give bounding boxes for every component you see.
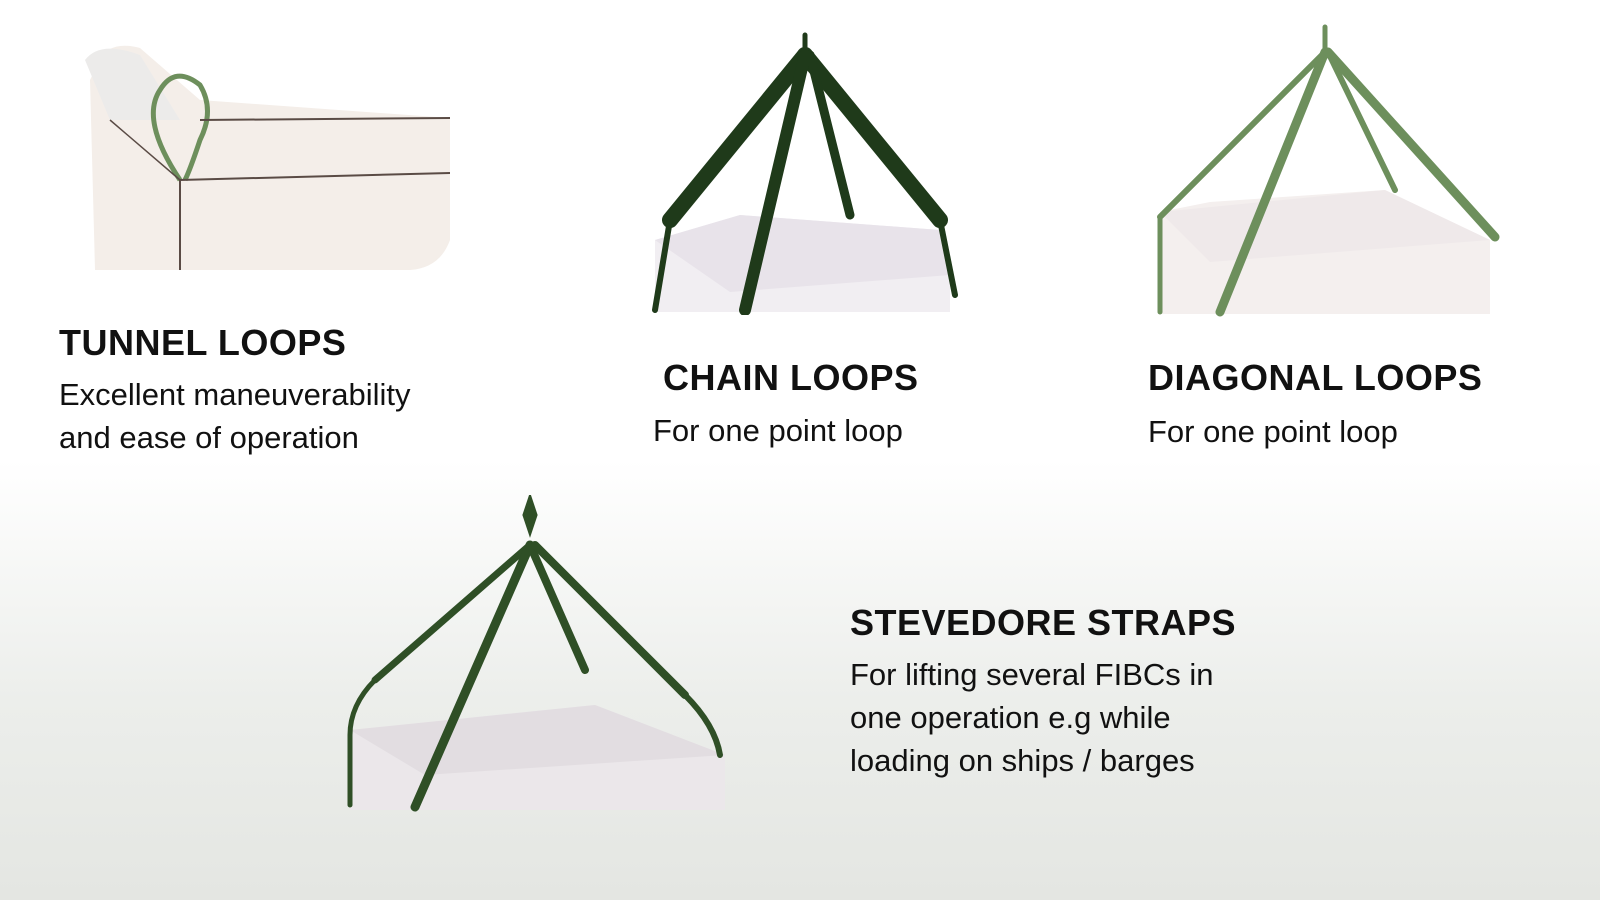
description-line: For one point loop [653,413,903,448]
stevedore-straps-description: For lifting several FIBCs in one operati… [850,653,1214,782]
chain-loops-description: For one point loop [653,409,903,452]
diagonal-loops-illustration [1157,24,1500,317]
description-line: one operation e.g while [850,700,1171,735]
chain-loops-illustration [652,32,958,315]
description-line: For one point loop [1148,414,1398,449]
tunnel-loops-title: TUNNEL LOOPS [59,322,347,363]
chain-loops-title: CHAIN LOOPS [663,357,919,398]
description-line: Excellent maneuverability [59,377,411,412]
stevedore-straps-title: STEVEDORE STRAPS [850,602,1237,643]
stevedore-straps-illustration [347,495,725,812]
tunnel-loops-illustration [85,45,451,270]
description-line: For lifting several FIBCs in [850,657,1214,692]
diagonal-loops-title: DIAGONAL LOOPS [1148,357,1483,398]
description-line: loading on ships / barges [850,743,1195,778]
description-line: and ease of operation [59,420,359,455]
tunnel-loops-description: Excellent maneuverability and ease of op… [59,373,411,459]
diagonal-loops-description: For one point loop [1148,410,1398,453]
